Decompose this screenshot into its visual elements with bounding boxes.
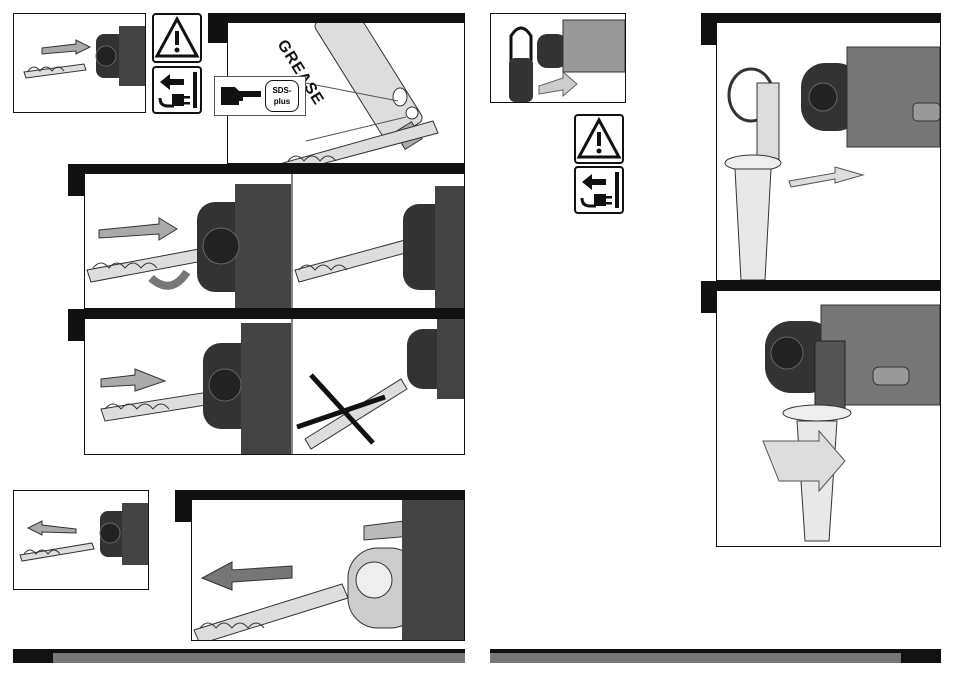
illustration-tighten-handle [716, 291, 941, 547]
sds-plus-callout: SDS- plus [214, 76, 306, 116]
remove-bit-small-drawing [14, 491, 148, 589]
attach-handle-drawing [717, 23, 940, 280]
pointing-hand-icon [219, 83, 263, 109]
warning-icon [152, 13, 202, 63]
illustration-remove-handle-small [490, 13, 626, 103]
illustration-check-bit [84, 319, 465, 455]
illustration-remove-bit [191, 500, 465, 641]
page-footer-right [490, 649, 941, 663]
remove-bit-drawing [192, 500, 464, 640]
illustration-insert-bit-small [13, 13, 146, 113]
unplug-icon [574, 166, 624, 214]
tighten-handle-drawing [717, 291, 940, 546]
drill-chuck-illustration [14, 14, 145, 112]
sds-badge-line2: plus [266, 96, 298, 107]
section-bar [208, 13, 465, 23]
insert-bit-drawings [85, 174, 464, 308]
warning-icon [574, 114, 624, 164]
section-bar [701, 13, 941, 23]
section-bar [68, 164, 465, 174]
section-bar [701, 281, 941, 291]
check-bit-drawings [85, 319, 464, 454]
page-footer-left [13, 649, 465, 663]
unplug-icon [152, 66, 202, 114]
sds-plus-badge: SDS- plus [265, 80, 299, 112]
sds-badge-line1: SDS- [266, 85, 298, 96]
footer-gray-strip [490, 653, 901, 663]
footer-gray-strip [53, 653, 465, 663]
illustration-remove-bit-small [13, 490, 149, 590]
handle-small-drawing [491, 14, 625, 102]
illustration-insert-bit-twist [84, 174, 465, 309]
section-bar [175, 490, 465, 500]
illustration-attach-handle [716, 23, 941, 281]
